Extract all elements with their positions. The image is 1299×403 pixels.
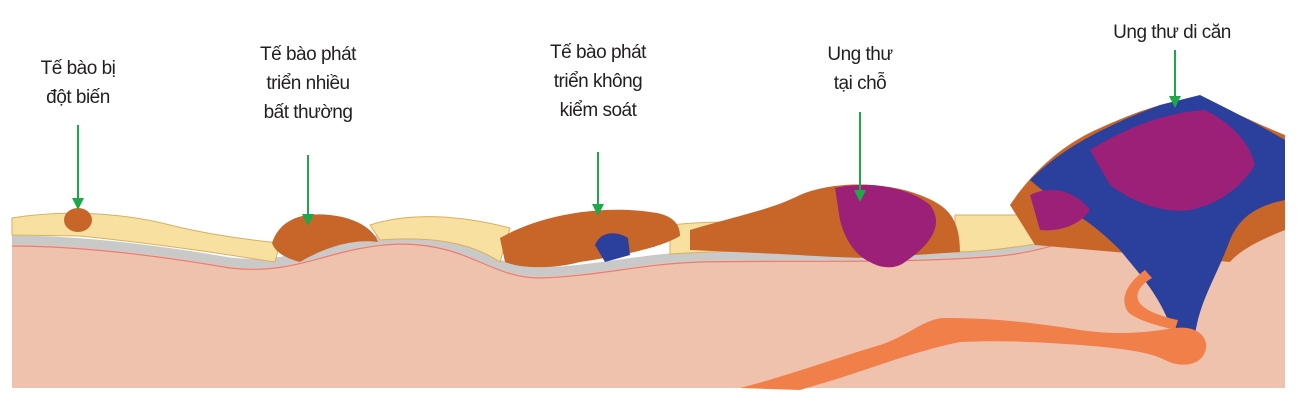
uncontrolled-cluster <box>500 209 680 268</box>
vessel-branch <box>1124 270 1178 330</box>
label-uncontrolled-growth: Tế bào phát triển không kiểm soát <box>550 38 646 125</box>
label-line: triển nhiều <box>266 73 350 94</box>
label-line: triển không <box>553 71 643 92</box>
label-line: Ung thư <box>827 44 893 65</box>
label-line: kiểm soát <box>559 100 637 121</box>
cancer-cells <box>1090 110 1255 211</box>
cancer-cells <box>835 184 936 268</box>
abnormal-cluster <box>272 214 378 262</box>
label-metastatic-cancer: Ung thư di căn <box>1113 18 1231 47</box>
cancer-cells <box>1030 190 1090 231</box>
label-line: Tế bào bị <box>40 58 116 79</box>
normal-cells <box>369 216 511 263</box>
arrows <box>72 50 1181 226</box>
blood-vessel <box>740 318 1207 390</box>
label-abnormal-growth: Tế bào phát triển nhiều bất thường <box>260 40 356 127</box>
label-line: bất thường <box>263 102 353 123</box>
label-line: đột biến <box>46 87 110 108</box>
early-metastatic-cells <box>595 233 630 262</box>
label-line: tại chỗ <box>833 73 887 94</box>
mutated-cell <box>64 208 92 232</box>
label-in-situ-cancer: Ung thư tại chỗ <box>827 40 893 98</box>
basement-membrane <box>11 223 1092 277</box>
label-line: Ung thư di căn <box>1113 22 1231 43</box>
label-line: Tế bào phát <box>550 42 646 63</box>
label-line: Tế bào phát <box>260 44 356 65</box>
label-mutated-cells: Tế bào bị đột biến <box>41 54 116 112</box>
